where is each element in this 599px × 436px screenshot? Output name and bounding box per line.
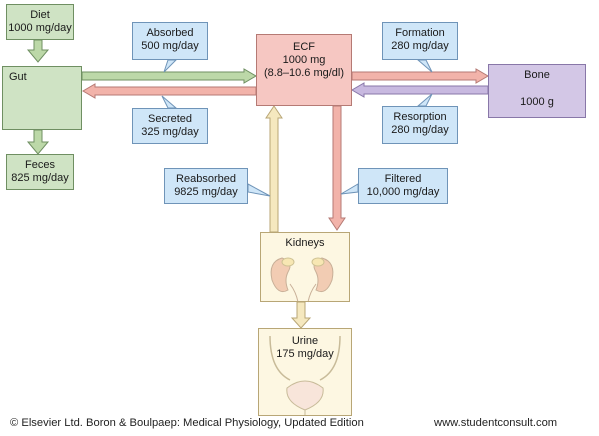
filtered-label: Filtered 10,000 mg/day	[358, 168, 448, 204]
feces-title: Feces	[25, 159, 55, 171]
resorption-label: Resorption 280 mg/day	[382, 106, 458, 144]
feces-amount: 825 mg/day	[11, 172, 69, 184]
reabsorbed-label-amount: 9825 mg/day	[174, 186, 238, 198]
gut-to-feces-arrow	[26, 129, 50, 155]
kidneys-title: Kidneys	[285, 237, 325, 249]
bone-title: Bone	[524, 69, 550, 81]
bone-box: Bone 1000 g	[488, 64, 586, 118]
ecf-amount: 1000 mg	[282, 54, 326, 66]
secreted-label: Secreted 325 mg/day	[132, 108, 208, 144]
absorbed-arrow	[81, 68, 257, 84]
formation-label: Formation 280 mg/day	[382, 22, 458, 60]
reabsorbed-arrow	[265, 105, 283, 233]
gut-title: Gut	[9, 71, 27, 83]
formation-label-amount: 280 mg/day	[391, 40, 449, 52]
kidneys-to-urine-arrow	[290, 301, 312, 329]
absorbed-label: Absorbed 500 mg/day	[132, 22, 208, 60]
footer-copyright: © Elsevier Ltd. Boron & Boulpaep: Medica…	[10, 417, 364, 429]
ecf-title: ECF	[293, 41, 315, 53]
feces-box: Feces 825 mg/day	[6, 154, 74, 190]
formation-arrow	[351, 68, 489, 84]
urine-title: Urine	[291, 335, 319, 347]
absorbed-label-amount: 500 mg/day	[141, 40, 199, 52]
resorption-label-title: Resorption	[393, 111, 447, 123]
diet-box: Diet 1000 mg/day	[6, 4, 74, 40]
footer: © Elsevier Ltd. Boron & Boulpaep: Medica…	[10, 417, 557, 429]
ecf-box: ECF 1000 mg (8.8–10.6 mg/dl)	[256, 34, 352, 106]
reabsorbed-label: Reabsorbed 9825 mg/day	[164, 168, 248, 204]
secreted-label-amount: 325 mg/day	[141, 126, 199, 138]
bone-amount: 1000 g	[520, 96, 554, 108]
diet-amount: 1000 mg/day	[8, 22, 72, 34]
filtered-label-amount: 10,000 mg/day	[366, 186, 440, 198]
kidneys-box: Kidneys	[260, 232, 350, 302]
urine-box: Urine 175 mg/day	[258, 328, 352, 416]
diet-title: Diet	[30, 9, 50, 21]
secreted-label-title: Secreted	[147, 113, 193, 125]
gut-box: Gut	[2, 66, 82, 130]
filtered-arrow	[328, 105, 346, 231]
resorption-label-amount: 280 mg/day	[391, 124, 449, 136]
filtered-label-title: Filtered	[384, 173, 422, 185]
urine-amount: 175 mg/day	[276, 348, 334, 360]
reabsorbed-label-title: Reabsorbed	[176, 173, 236, 185]
footer-site: www.studentconsult.com	[434, 417, 558, 429]
resorption-arrow	[351, 82, 489, 98]
absorbed-label-title: Absorbed	[146, 27, 194, 39]
ecf-range: (8.8–10.6 mg/dl)	[263, 67, 345, 79]
secreted-arrow	[82, 83, 257, 99]
diet-to-gut-arrow	[26, 39, 50, 63]
formation-label-title: Formation	[395, 27, 445, 39]
